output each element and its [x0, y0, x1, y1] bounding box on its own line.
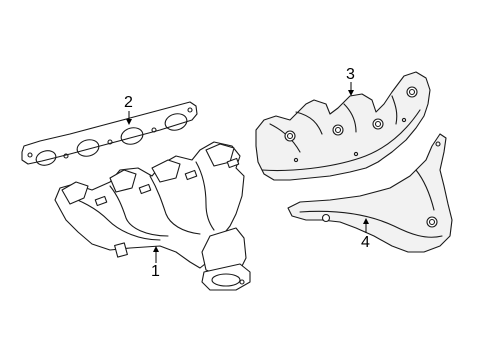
upper-heat-shield — [255, 71, 431, 181]
exhaust-manifold — [54, 141, 251, 291]
lower-heat-shield — [287, 133, 453, 253]
callout-label-3: 3 — [346, 66, 355, 83]
callout-label-4: 4 — [361, 234, 370, 251]
manifold-gasket — [21, 101, 198, 166]
callout-4: 4 — [361, 218, 370, 251]
callout-2: 2 — [124, 94, 133, 125]
callout-3: 3 — [346, 66, 355, 96]
manifold-bolts — [94, 157, 240, 258]
callout-label-2: 2 — [124, 94, 133, 111]
callout-1: 1 — [151, 246, 160, 280]
callout-label-1: 1 — [151, 263, 160, 280]
